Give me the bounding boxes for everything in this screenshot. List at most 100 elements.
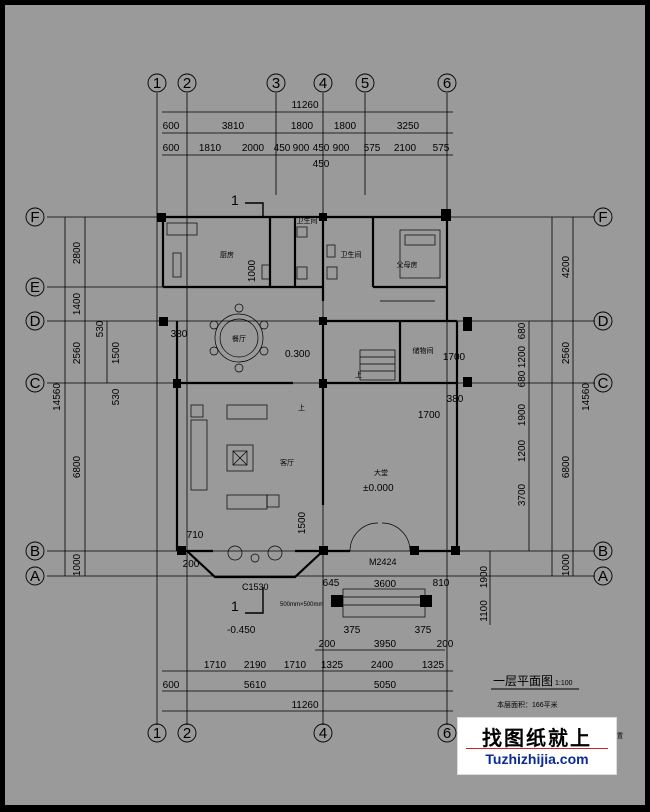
plan-title: 一层平面图 bbox=[493, 674, 553, 688]
room-living: 客厅 bbox=[280, 458, 294, 467]
dimension-text: 530 bbox=[95, 320, 106, 337]
axis-label: 6 bbox=[443, 725, 451, 742]
axis-label: 1 bbox=[153, 725, 161, 742]
dimension-text: 1700 bbox=[418, 410, 441, 421]
up-entry: 上 bbox=[298, 403, 305, 412]
level-dining: 0.300 bbox=[285, 349, 310, 360]
dimension-text: 3810 bbox=[222, 121, 245, 132]
floor-plan-drawing: 1 2 3 4 5 6 1 2 4 6 F E D C B A F D C B … bbox=[25, 73, 623, 743]
dimension-text: 11260 bbox=[291, 700, 319, 711]
title-block: 一层平面图 1:100 本层面积：166平米 布置 bbox=[491, 674, 623, 740]
drawing-sheet: 1 2 3 4 5 6 1 2 4 6 F E D C B A F D C B … bbox=[5, 5, 645, 805]
dimension-text: 450 bbox=[313, 159, 330, 170]
dimension-text: 1000 bbox=[247, 259, 258, 282]
dimension-text: 1500 bbox=[297, 511, 308, 534]
axis-label: C bbox=[30, 375, 41, 392]
furniture bbox=[166, 222, 441, 618]
bottom-dimensions: 1710 2190 1710 1325 2400 1325 600 5610 5… bbox=[163, 578, 454, 711]
dimension-text: 6800 bbox=[561, 455, 572, 478]
dimension-text: 1000 bbox=[72, 553, 83, 576]
dimension-text: 900 bbox=[293, 143, 310, 154]
dimension-text: 1400 bbox=[72, 292, 83, 315]
dimension-text: 680 bbox=[517, 370, 528, 387]
dimension-text: 600 bbox=[163, 121, 180, 132]
axis-label: 4 bbox=[319, 75, 327, 92]
dimension-text: 600 bbox=[163, 143, 180, 154]
dimension-text: 11260 bbox=[291, 100, 319, 111]
axis-label: 4 bbox=[319, 725, 327, 742]
plan-scale: 1:100 bbox=[555, 680, 573, 687]
column-size: 500mm×500mm bbox=[280, 602, 324, 608]
axis-label: B bbox=[598, 543, 608, 560]
dimension-text: 5050 bbox=[374, 680, 397, 691]
side-dimension-lines bbox=[64, 217, 574, 625]
axis-label: E bbox=[30, 279, 40, 296]
dimension-text: 3600 bbox=[374, 579, 397, 590]
dimension-text: 14560 bbox=[52, 383, 63, 411]
axis-label: A bbox=[598, 568, 608, 585]
section-markers bbox=[245, 202, 264, 614]
axis-label: A bbox=[30, 568, 40, 585]
dimension-text: 1800 bbox=[334, 121, 357, 132]
axis-label: 6 bbox=[443, 75, 451, 92]
dimension-text: 200 bbox=[319, 639, 336, 650]
dimension-text: 3250 bbox=[397, 121, 420, 132]
dimension-text: 375 bbox=[415, 625, 432, 636]
axis-labels: 1 2 3 4 5 6 1 2 4 6 F E D C B A F D C B … bbox=[30, 75, 609, 742]
dimension-text: 530 bbox=[111, 388, 122, 405]
dimension-text: 375 bbox=[344, 625, 361, 636]
room-bath-1: 卫生间 bbox=[297, 216, 318, 225]
top-dimensions: 11260 600 3810 1800 1800 3250 600 1810 2… bbox=[163, 100, 450, 170]
axis-label: 3 bbox=[272, 75, 280, 92]
dimension-text: 1500 bbox=[111, 341, 122, 364]
up-stairs: 上 bbox=[355, 370, 362, 379]
dimension-text: 1710 bbox=[204, 660, 227, 671]
dimension-text: 1800 bbox=[291, 121, 314, 132]
dimension-text: 6800 bbox=[72, 455, 83, 478]
dimension-text: 2000 bbox=[242, 143, 265, 154]
section-mark-bottom: 1 bbox=[231, 598, 239, 614]
misc-dimensions: 1700 1700 380 1500 710 200 1000 bbox=[183, 259, 466, 570]
room-storage: 储物间 bbox=[413, 346, 434, 355]
logo-divider bbox=[466, 748, 608, 749]
watermark-logo: 找图纸就上 Tuzhizhijia.com bbox=[457, 717, 617, 775]
level-outdoor: -0.450 bbox=[227, 625, 256, 636]
right-dimensions: 4200 2560 6800 1000 14560 680 1200 680 1… bbox=[479, 255, 592, 621]
dimension-text: 3700 bbox=[517, 483, 528, 506]
dimension-text: 1200 bbox=[517, 345, 528, 368]
dimension-text: 2800 bbox=[72, 241, 83, 264]
axis-label: 2 bbox=[183, 75, 191, 92]
top-dimension-lines bbox=[162, 111, 453, 156]
level-hall: ±0.000 bbox=[363, 483, 394, 494]
dimension-text: 1900 bbox=[517, 403, 528, 426]
dimension-text: 645 bbox=[323, 578, 340, 589]
room-kitchen: 厨房 bbox=[220, 250, 234, 259]
section-mark-top: 1 bbox=[231, 192, 239, 208]
dimension-text: 2190 bbox=[244, 660, 267, 671]
room-hall: 大堂 bbox=[374, 468, 388, 477]
dimension-text: 900 bbox=[333, 143, 350, 154]
structural-columns bbox=[157, 209, 472, 607]
window-bay: C1530 bbox=[242, 582, 269, 592]
door-main: M2424 bbox=[369, 557, 397, 567]
dimension-text: 1100 bbox=[479, 600, 490, 622]
axis-label: 2 bbox=[183, 725, 191, 742]
dimension-text: 1700 bbox=[443, 352, 466, 363]
dimension-text: 1000 bbox=[561, 553, 572, 576]
room-dining: 餐厅 bbox=[232, 334, 246, 343]
plan-labels: 1 1 0.300 ±0.000 -0.450 M2424 C1530 500m… bbox=[227, 192, 397, 636]
axis-label: D bbox=[598, 313, 609, 330]
axis-bubbles bbox=[25, 73, 613, 743]
dimension-text: 200 bbox=[183, 559, 200, 570]
axis-label: D bbox=[30, 313, 41, 330]
dimension-text: 2400 bbox=[371, 660, 394, 671]
dimension-text: 1810 bbox=[199, 143, 222, 154]
axis-label: C bbox=[598, 375, 609, 392]
dimension-text: 14560 bbox=[581, 383, 592, 411]
dimension-text: 380 bbox=[447, 394, 464, 405]
dimension-text: 600 bbox=[163, 680, 180, 691]
dimension-text: 2560 bbox=[561, 341, 572, 364]
left-dimensions: 2800 1400 2560 6800 1000 14560 530 1500 … bbox=[52, 241, 188, 576]
dimension-text: 4200 bbox=[561, 255, 572, 278]
dimension-text: 5610 bbox=[244, 680, 267, 691]
